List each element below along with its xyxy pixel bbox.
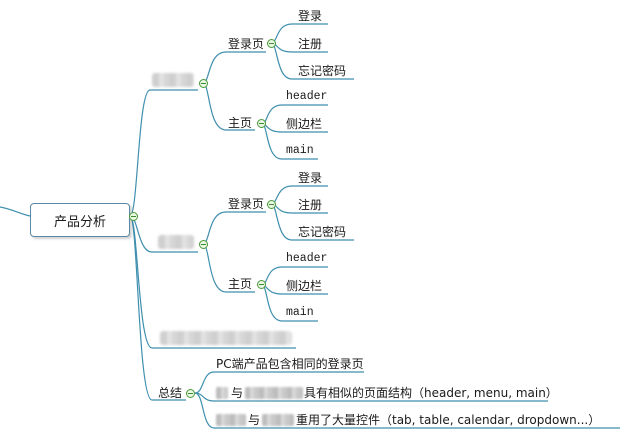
group-1-label-redacted[interactable] (152, 73, 194, 87)
group-1-login-item[interactable]: 忘记密码 (298, 64, 347, 78)
group-2-login-page[interactable]: 登录页 (228, 197, 265, 211)
summary-item[interactable]: 重用了大量控件（tab, table, calendar, dropdown..… (296, 413, 601, 427)
root-label: 产品分析 (53, 214, 106, 230)
group-1-main-item[interactable]: main (286, 144, 314, 157)
summary-redaction (216, 387, 228, 399)
group-2-label-redacted[interactable] (158, 235, 194, 249)
root-node[interactable]: 产品分析 (30, 203, 130, 237)
summary-item[interactable]: PC端产品包含相同的登录页 (216, 357, 364, 371)
group-1-main-item[interactable]: header (286, 90, 328, 103)
group-3-label-redacted[interactable] (160, 331, 292, 345)
summary-joiner: 与 (248, 413, 261, 427)
summary-redaction (262, 414, 294, 426)
group-1-toggle-icon[interactable] (199, 79, 208, 88)
summary-redaction (216, 414, 246, 426)
group-1-login-item[interactable]: 登录 (298, 9, 323, 23)
group-1-login-page[interactable]: 登录页 (228, 37, 265, 51)
collapse-toggle-icon[interactable] (129, 212, 138, 221)
group-2-main-item[interactable]: header (286, 252, 328, 265)
group-1-login-item[interactable]: 注册 (298, 37, 323, 51)
group-2-login-item[interactable]: 忘记密码 (298, 225, 347, 239)
group-2-login-item[interactable]: 登录 (298, 171, 323, 185)
group-1-login-toggle-icon[interactable] (267, 39, 276, 48)
group-2-main-item[interactable]: main (286, 306, 314, 319)
group-2-main-item[interactable]: 侧边栏 (286, 279, 323, 293)
summary-toggle-icon[interactable] (186, 389, 195, 398)
group-1-main-page[interactable]: 主页 (228, 116, 253, 130)
group-2-login-item[interactable]: 注册 (298, 198, 323, 212)
group-2-main-toggle-icon[interactable] (257, 280, 266, 289)
group-2-login-toggle-icon[interactable] (267, 200, 276, 209)
summary-node[interactable]: 总结 (158, 386, 183, 400)
summary-joiner: 与 (231, 386, 244, 400)
group-1-main-item[interactable]: 侧边栏 (286, 117, 323, 131)
summary-redaction (245, 387, 303, 399)
summary-item[interactable]: 具有相似的页面结构（header, menu, main） (304, 386, 558, 400)
group-2-main-page[interactable]: 主页 (228, 277, 253, 291)
group-1-main-toggle-icon[interactable] (257, 119, 266, 128)
group-2-toggle-icon[interactable] (199, 240, 208, 249)
